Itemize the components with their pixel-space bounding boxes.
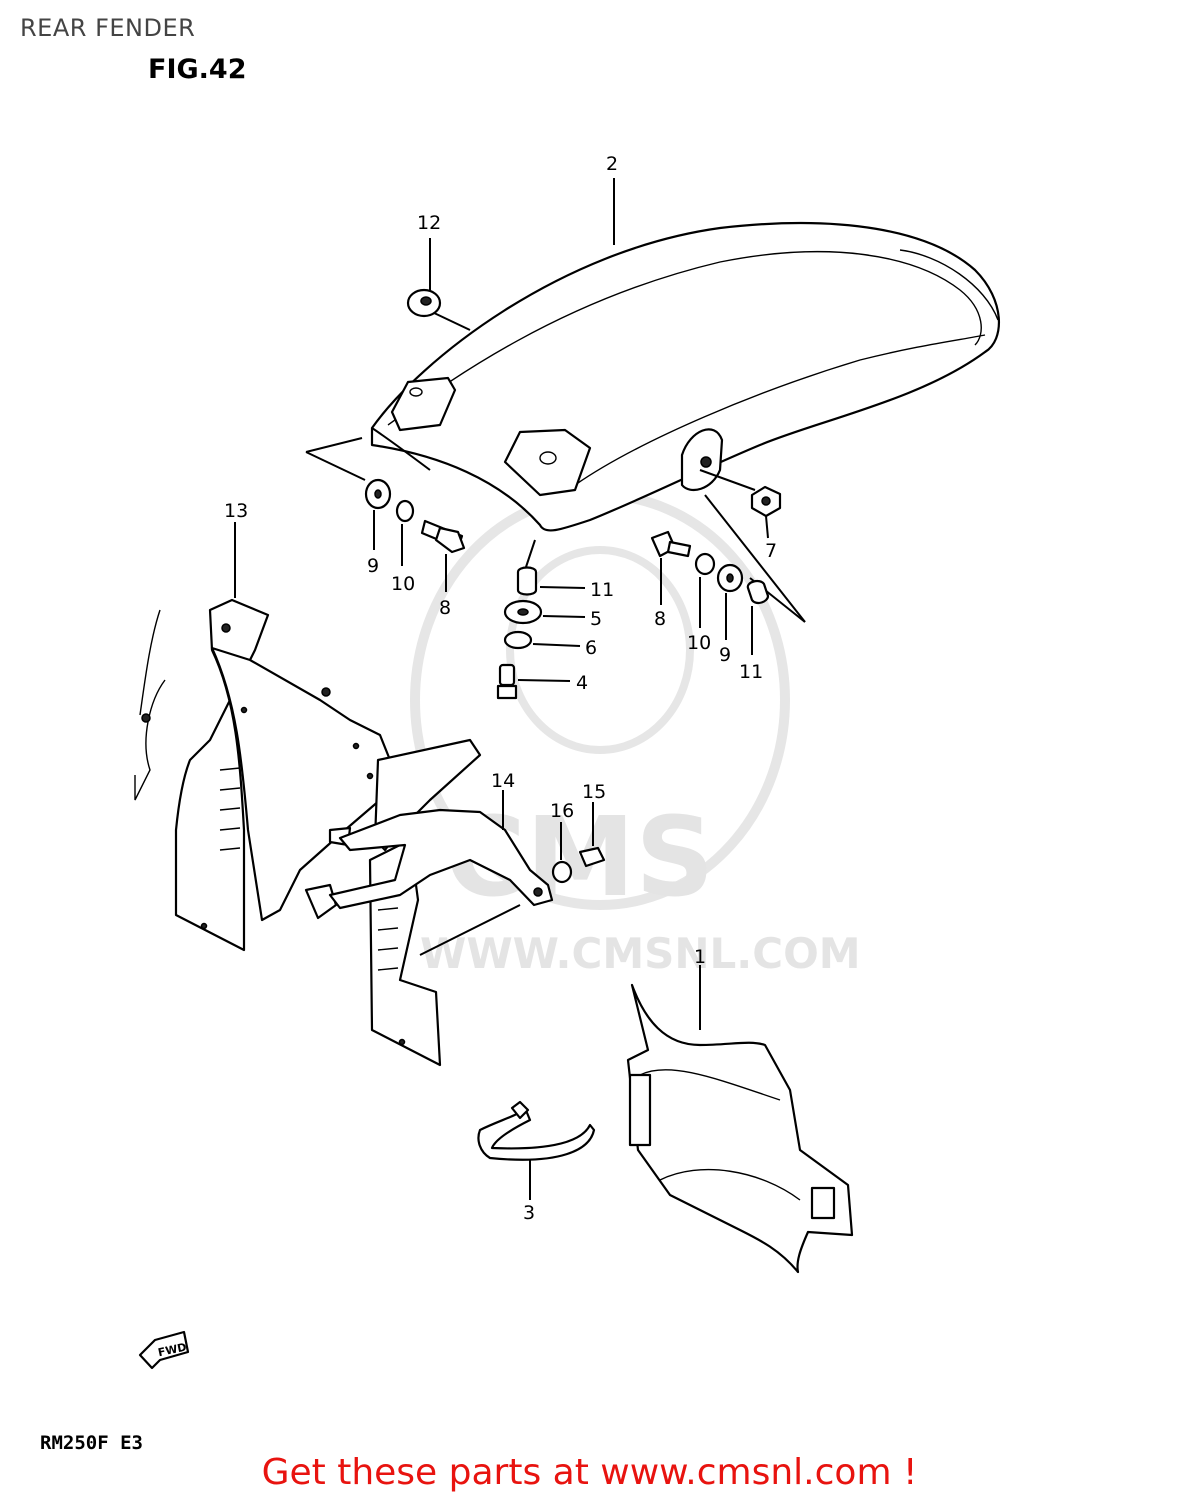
part-11-collar-right[interactable] <box>746 579 770 655</box>
part-13-inner-fender[interactable] <box>134 522 482 1067</box>
part-5-washer-center[interactable] <box>503 599 586 625</box>
part-rear-fender[interactable] <box>370 221 1001 532</box>
part-8-bolt-left[interactable] <box>420 519 466 592</box>
callout-9-right: 9 <box>719 644 731 666</box>
callout-13: 13 <box>224 500 248 522</box>
part-15-screw[interactable] <box>578 802 606 868</box>
callout-12: 12 <box>417 212 441 234</box>
callout-4: 4 <box>576 672 588 694</box>
promo-link[interactable]: Get these parts at www.cmsnl.com ! <box>261 1452 918 1493</box>
part-8-bolt-right[interactable] <box>650 530 692 605</box>
page-title: REAR FENDER <box>20 14 196 42</box>
callout-15: 15 <box>582 781 606 803</box>
callout-8-left: 8 <box>439 597 451 619</box>
part-10-lockwasher-right[interactable] <box>694 552 716 628</box>
part-4-bolt-center[interactable] <box>496 663 571 700</box>
callout-3: 3 <box>523 1202 535 1224</box>
callout-2: 2 <box>606 153 618 175</box>
watermark-url: WWW.CMSNL.COM <box>420 929 861 978</box>
callout-16: 16 <box>550 800 574 822</box>
callout-10-left: 10 <box>391 573 415 595</box>
callout-8-right: 8 <box>654 608 666 630</box>
callout-14: 14 <box>491 770 515 792</box>
part-10-lockwasher-left[interactable] <box>395 499 415 566</box>
part-9-washer-right[interactable] <box>716 563 744 640</box>
part-1-mudguard[interactable] <box>626 965 854 1274</box>
part-6-lockwasher-center[interactable] <box>503 630 581 650</box>
part-14-bracket[interactable] <box>328 790 554 956</box>
forward-arrow-icon: FWD <box>138 1330 190 1370</box>
callout-1: 1 <box>694 946 706 968</box>
figure-label: FIG.42 <box>148 54 247 85</box>
callout-6: 6 <box>585 637 597 659</box>
callout-11-right: 11 <box>739 661 763 683</box>
part-16-washer[interactable] <box>551 822 573 884</box>
model-code: RM250F E3 <box>40 1432 143 1454</box>
callout-11-center: 11 <box>590 579 614 601</box>
part-3-band[interactable] <box>477 1100 596 1200</box>
part-9-washer-left[interactable] <box>364 478 392 550</box>
part-11-collar-center[interactable] <box>516 566 586 596</box>
part-7-nut[interactable] <box>750 485 782 539</box>
callout-7: 7 <box>765 540 777 562</box>
callout-10-right: 10 <box>687 632 711 654</box>
watermark: CMS WWW.CMSNL.COM <box>410 490 861 978</box>
forward-label: FWD <box>157 1341 188 1360</box>
part-12-grommet[interactable] <box>406 238 442 318</box>
callout-labels: 2 12 13 9 10 8 11 5 6 4 7 8 10 9 11 14 1… <box>224 153 777 1224</box>
callout-9-left: 9 <box>367 555 379 577</box>
callout-5: 5 <box>590 608 602 630</box>
